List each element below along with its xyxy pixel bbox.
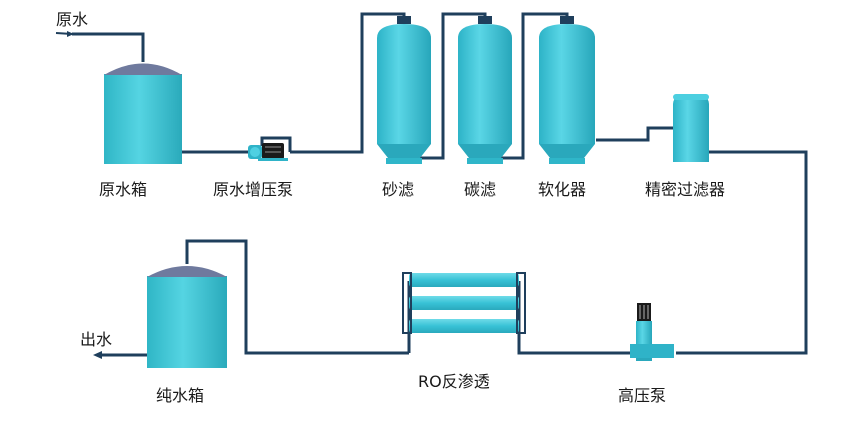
raw-water-tank xyxy=(104,63,182,164)
raw-water-inlet-label: 原水 xyxy=(56,10,89,29)
softener-vessel xyxy=(539,16,595,164)
ro-unit-label: RO反渗透 xyxy=(418,372,490,391)
water-outlet-label: 出水 xyxy=(80,330,113,349)
carbon-filter-label: 碳滤 xyxy=(464,180,497,199)
raw-booster-pump-label: 原水增压泵 xyxy=(213,180,294,199)
softener-label: 软化器 xyxy=(538,180,587,199)
pipe-pump-loop xyxy=(260,136,292,152)
ro-membrane-rack xyxy=(402,272,526,334)
pipe-ro-to-pure-tank xyxy=(185,239,409,355)
raw-booster-pump xyxy=(248,143,288,161)
pipe-raw-inlet xyxy=(72,32,145,62)
inlet-arrow-icon xyxy=(67,31,74,37)
sand-filter-label: 砂滤 xyxy=(382,180,415,199)
carbon-filter-vessel xyxy=(458,16,512,164)
pipe-softener-to-precision xyxy=(596,126,673,142)
pipe-precision-to-hpp xyxy=(676,150,808,355)
high-pressure-pump xyxy=(630,303,674,361)
sand-filter-vessel xyxy=(377,16,431,164)
pure-water-tank-label: 纯水箱 xyxy=(156,386,205,405)
outlet-pipe xyxy=(93,351,147,359)
precision-filter-label: 精密过滤器 xyxy=(645,180,726,199)
pure-water-tank xyxy=(147,266,227,368)
piping xyxy=(72,12,808,355)
raw-water-tank-label: 原水箱 xyxy=(99,180,148,199)
outlet-arrow-icon xyxy=(93,351,102,359)
pipe-hpp-to-ro xyxy=(517,281,632,355)
inlet-arrow xyxy=(55,31,74,37)
precision-filter-vessel xyxy=(673,94,709,162)
high-pressure-pump-label: 高压泵 xyxy=(618,386,667,405)
